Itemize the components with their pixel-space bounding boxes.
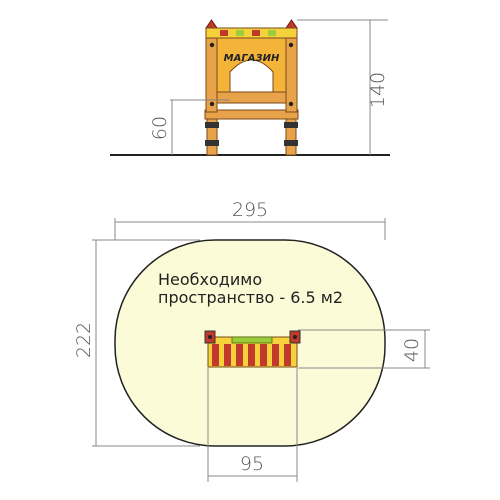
bolt (288, 42, 294, 48)
item-stripe (260, 344, 267, 366)
item-plan (204, 330, 301, 368)
dim-total-height: 140 (297, 19, 389, 155)
dim-item-width: 95 (207, 368, 298, 482)
left-post (205, 27, 218, 113)
bolt (209, 101, 215, 107)
beam-stripe (252, 30, 260, 36)
beam-stripe (220, 30, 228, 36)
item-stripe (212, 344, 219, 366)
dim-label-40: 40 (401, 338, 423, 362)
dim-label-295: 295 (232, 199, 268, 221)
bolt (208, 335, 212, 339)
item-stripe (284, 344, 291, 366)
shop-sign-text: МАГАЗИН (224, 53, 280, 64)
item-counter-top (231, 336, 273, 344)
left-post-cap (205, 19, 218, 29)
right-post (285, 27, 298, 113)
dim-leg-height: 60 (149, 99, 230, 155)
right-bolt-top (284, 122, 298, 128)
dim-label-60: 60 (149, 116, 171, 140)
right-post-cap (285, 19, 298, 29)
item-stripe (224, 344, 231, 366)
platform (204, 109, 299, 120)
bolt (209, 42, 215, 48)
bolt (293, 335, 297, 339)
bolt (288, 101, 294, 107)
left-bolt-bottom (205, 140, 219, 146)
beam-stripe (236, 30, 244, 36)
space-note-line2: пространство - 6.5 м2 (158, 288, 343, 307)
top-view: 295 222 Необходимо пространство - 6.5 м2 (73, 199, 430, 482)
left-bolt-top (205, 122, 219, 128)
top-beam (205, 27, 298, 39)
shop-counter (216, 91, 287, 104)
dim-label-95: 95 (240, 453, 264, 475)
dim-label-222: 222 (73, 322, 95, 358)
dim-item-depth: 40 (298, 329, 430, 369)
dim-label-140: 140 (367, 72, 389, 108)
item-stripe (272, 344, 279, 366)
item-stripe (236, 344, 243, 366)
space-note-line1: Необходимо (158, 270, 262, 289)
shop-window (229, 59, 274, 93)
beam-stripe (268, 30, 276, 36)
item-stripe (248, 344, 255, 366)
front-elevation: МАГАЗИН 140 60 (110, 19, 390, 156)
right-bolt-bottom (284, 140, 298, 146)
